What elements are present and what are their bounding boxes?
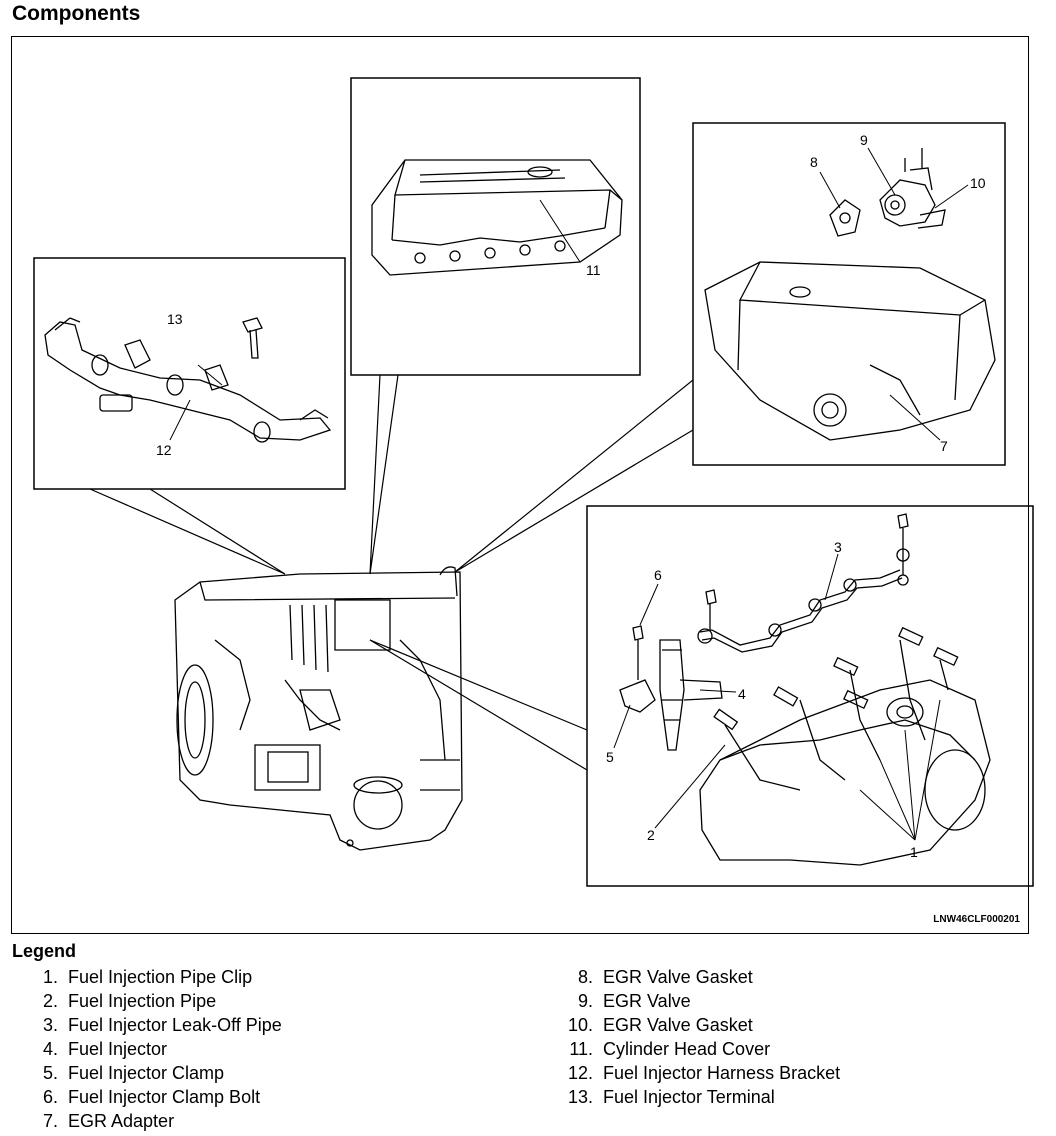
callout-11: 11 xyxy=(586,262,601,278)
legend-item: 6.Fuel Injector Clamp Bolt xyxy=(42,1087,261,1107)
legend-item: 9.EGR Valve xyxy=(577,991,691,1011)
engine-components-diagram: 1 2 3 4 5 6 7 8 9 10 11 12 13 xyxy=(33,77,1034,887)
engine-illustration xyxy=(174,566,463,851)
legend-item: 2.Fuel Injection Pipe xyxy=(42,991,217,1011)
legend-item: 10.EGR Valve Gasket xyxy=(567,1015,753,1035)
callout-leaders xyxy=(169,147,969,841)
callout-10: 10 xyxy=(970,175,986,191)
legend-title: Legend xyxy=(12,941,77,961)
callout-5: 5 xyxy=(606,749,614,765)
panel-injector-harness xyxy=(33,257,346,490)
callout-7: 7 xyxy=(940,438,948,454)
legend-item: 5.Fuel Injector Clamp xyxy=(42,1063,225,1083)
figure-code: LNW46CLF000201 xyxy=(933,914,1020,925)
legend-left-column: 1.Fuel Injection Pipe Clip 2.Fuel Inject… xyxy=(10,965,282,1133)
page-title: Components xyxy=(12,2,141,25)
legend-item: 13.Fuel Injector Terminal xyxy=(567,1087,775,1107)
panel-cylinder-head-cover xyxy=(350,77,641,376)
legend-item: 1.Fuel Injection Pipe Clip xyxy=(42,967,253,987)
legend-item: 8.EGR Valve Gasket xyxy=(577,967,753,987)
panel-egr-valve xyxy=(692,122,1006,466)
egr-illustration xyxy=(704,148,996,441)
callout-2: 2 xyxy=(647,827,655,843)
injector-harness-illustration xyxy=(44,317,332,443)
panel-fuel-injector xyxy=(586,505,1034,887)
callout-13: 13 xyxy=(167,311,183,327)
cylinder-head-cover-illustration xyxy=(371,159,623,276)
callout-6: 6 xyxy=(654,567,662,583)
fuel-injector-illustration xyxy=(619,513,991,866)
callout-4: 4 xyxy=(738,686,746,702)
legend-item: 11.Cylinder Head Cover xyxy=(569,1039,771,1059)
callout-1: 1 xyxy=(910,844,918,860)
legend-right-column: 8.EGR Valve Gasket 9.EGR Valve 10.EGR Va… xyxy=(545,965,840,1109)
legend-item: 12.Fuel Injector Harness Bracket xyxy=(567,1063,841,1083)
callout-12: 12 xyxy=(156,442,172,458)
callout-8: 8 xyxy=(810,154,818,170)
legend-item: 7.EGR Adapter xyxy=(42,1111,175,1131)
callout-3: 3 xyxy=(834,539,842,555)
legend-item: 3.Fuel Injector Leak-Off Pipe xyxy=(42,1015,282,1035)
legend-item: 4.Fuel Injector xyxy=(42,1039,168,1059)
callout-9: 9 xyxy=(860,132,868,148)
diagram-frame xyxy=(11,36,1029,934)
